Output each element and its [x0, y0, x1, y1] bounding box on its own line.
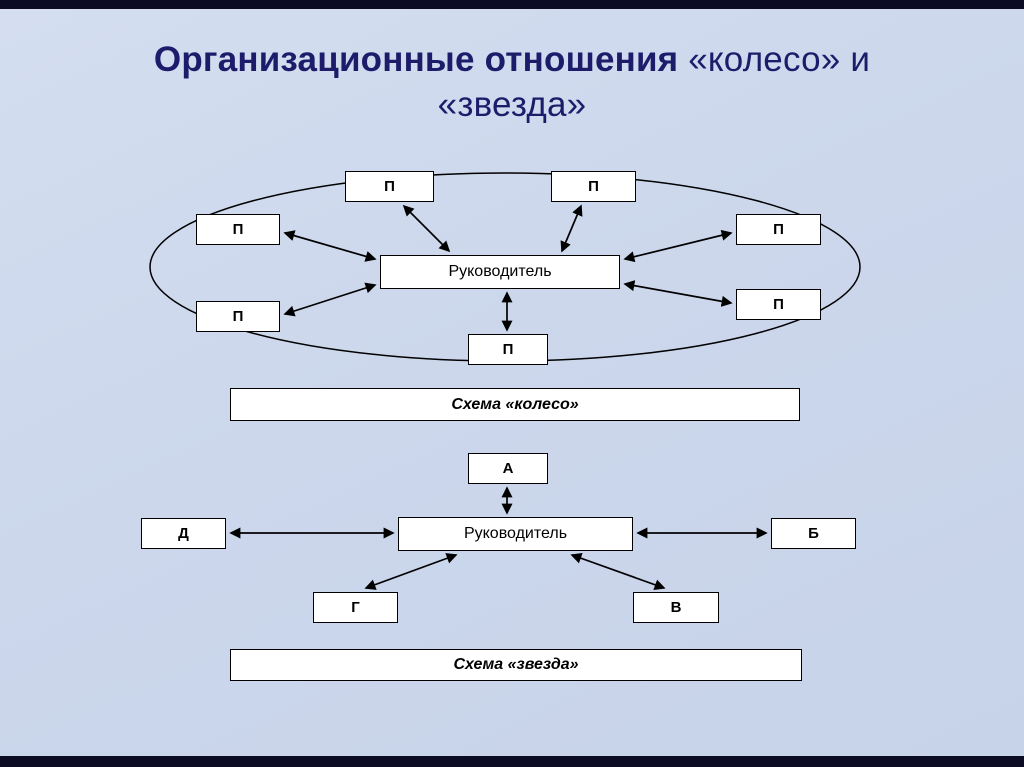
arrow-wheel-top-right — [560, 204, 583, 253]
title-line1-rest: «колесо» и — [678, 40, 871, 79]
star-center-box: Руководитель — [398, 517, 633, 551]
star-node-right: Б — [771, 518, 856, 549]
star-caption-box: Схема «звезда» — [230, 649, 802, 681]
wheel-node-top-left: П — [345, 171, 434, 202]
wheel-node-left-upper: П — [196, 214, 280, 245]
wheel-node-top-right: П — [551, 171, 636, 202]
wheel-caption-box: Схема «колесо» — [230, 388, 800, 421]
arrow-wheel-top-left — [402, 204, 451, 253]
wheel-node-right-lower: П — [736, 289, 821, 320]
wheel-node-left-lower: П — [196, 301, 280, 332]
title-line2: «звезда» — [437, 84, 587, 124]
arrow-wheel-left-upper — [283, 230, 377, 262]
slide-title: Организационные отношения «колесо» и «зве… — [32, 38, 992, 128]
arrow-star-bottom-right — [570, 552, 666, 591]
star-node-bottom-right: В — [633, 592, 719, 623]
star-node-left: Д — [141, 518, 226, 549]
wheel-node-bottom: П — [468, 334, 548, 365]
star-node-bottom-left: Г — [313, 592, 398, 623]
arrow-wheel-left-lower — [283, 282, 377, 317]
bottom-border-bar — [0, 756, 1024, 767]
star-node-top: А — [468, 453, 548, 484]
arrow-star-bottom-left — [364, 553, 458, 590]
wheel-center-box: Руководитель — [380, 255, 620, 289]
title-bold-part: Организационные отношения — [153, 40, 679, 79]
wheel-node-right-upper: П — [736, 214, 821, 245]
arrow-wheel-right-upper — [623, 229, 733, 263]
arrow-wheel-right-lower — [623, 280, 733, 307]
top-border-bar — [0, 0, 1024, 9]
